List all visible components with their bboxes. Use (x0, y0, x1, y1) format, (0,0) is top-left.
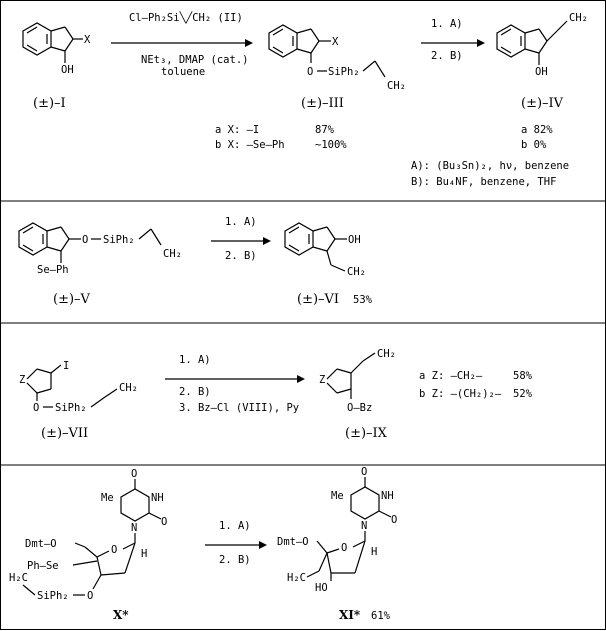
compound-VI-ch2: CH₂ (347, 266, 366, 278)
compound-III-o: O (307, 66, 313, 78)
scheme3-a-label: a Z: —CH₂— (419, 370, 483, 382)
compound-XI-ring-o: O (341, 542, 347, 554)
compound-V-seph: Se—Ph (37, 264, 69, 276)
compound-X-siph2: SiPh₂ (37, 590, 69, 602)
compound-V-ch2: CH₂ (163, 248, 182, 260)
compound-III-x: X (332, 36, 339, 48)
compound-XI-me: Me (331, 490, 344, 502)
iv-yield-a: a 82% (521, 124, 553, 136)
compound-VI-label: (±)–VI (297, 292, 339, 307)
yield-b-label: b X: —Se—Ph (215, 139, 285, 151)
compound-X-dmt: Dmt—O (25, 538, 57, 550)
compound-IV-oh: OH (535, 66, 548, 78)
compound-IX-ch2: CH₂ (377, 348, 396, 360)
compound-VII-siph2: SiPh₂ (55, 402, 87, 414)
compound-III-structure: X O SiPh₂ CH₂ (268, 24, 406, 92)
compound-X-h: H (141, 548, 147, 560)
compound-VII-label: (±)–VII (41, 426, 88, 441)
scheme2-step-2: 2. B) (225, 250, 257, 262)
compound-X-label: X* (113, 608, 129, 622)
compound-VII-z: Z (19, 374, 25, 386)
scheme3-step-3: 3. Bz—Cl (VIII), Py (179, 402, 299, 414)
compound-X-n: N (131, 522, 137, 534)
compound-XI-h: H (371, 546, 377, 558)
compound-III-label: (±)–III (301, 96, 344, 111)
compound-X-me: Me (101, 492, 114, 504)
compound-IX-structure: Z CH₂ O—Bz (319, 348, 396, 414)
scheme4-step-1: 1. A) (219, 520, 251, 532)
reagent-solvent-1: toluene (161, 66, 205, 78)
scheme3-step-2: 2. B) (179, 386, 211, 398)
compound-XI-label: XI* (339, 608, 361, 622)
scheme3-b-label: b Z: —(CH₂)₂— (419, 388, 502, 400)
compound-III-siph2: SiPh₂ (328, 66, 360, 78)
scheme2-step-1: 1. A) (225, 216, 257, 228)
compound-IV-label: (±)–IV (521, 96, 564, 111)
compound-IX-label: (±)–IX (345, 426, 388, 441)
compound-X-nh: NH (151, 492, 164, 504)
reagent-conditions-1: NEt₃, DMAP (cat.) (141, 54, 248, 66)
scheme3-step-1: 1. A) (179, 354, 211, 366)
compound-XI-o-top: O (361, 466, 367, 478)
compound-III-ch2: CH₂ (387, 80, 406, 92)
compound-XI-nh: NH (381, 490, 394, 502)
compound-V-label: (±)–V (53, 292, 91, 307)
compound-X-o-top: O (131, 468, 137, 480)
scheme3-b-value: 52% (513, 388, 533, 400)
compound-X-phse: Ph—Se (27, 560, 59, 572)
compound-IX-obz: O—Bz (347, 402, 372, 414)
compound-XI-dmt: Dmt—O (277, 536, 309, 548)
compound-I-oh: OH (61, 64, 74, 76)
compound-XI-h2c: H₂C (287, 572, 306, 584)
compound-XI-n: N (361, 520, 367, 532)
compound-VI-oh: OH (348, 234, 361, 246)
step-1-label: 1. A) (431, 18, 463, 30)
step-2-label: 2. B) (431, 50, 463, 62)
compound-IV-structure: CH₂ OH (496, 12, 588, 78)
yield-a-value: 87% (315, 124, 335, 136)
compound-V-structure: O SiPh₂ CH₂ Se—Ph (18, 222, 182, 276)
compound-X-structure: Me O NH O N O H Dmt—O Ph—Se O SiPh₂ H₂C (9, 468, 167, 602)
compound-X-h2c: H₂C (9, 572, 28, 584)
compound-I-label: (±)–I (33, 96, 66, 111)
compound-X-o-right: O (161, 516, 167, 528)
condition-B: B): Bu₄NF, benzene, THF (411, 176, 556, 188)
compound-V-siph2: SiPh₂ (103, 234, 135, 246)
compound-V-o: O (82, 234, 88, 246)
condition-A: A): (Bu₃Sn)₂, hν, benzene (411, 160, 569, 172)
compound-I-structure: X OH (22, 22, 91, 76)
scheme4-step-2: 2. B) (219, 554, 251, 566)
compound-VI-structure: OH CH₂ (284, 222, 366, 278)
compound-X-o-bottom: O (87, 590, 93, 602)
compound-IV-ch2: CH₂ (569, 12, 588, 24)
compound-VII-structure: Z I O SiPh₂ CH₂ (19, 360, 138, 414)
compound-IX-z: Z (319, 374, 325, 386)
yield-b-value: ~100% (315, 139, 347, 151)
compound-I-x: X (84, 34, 91, 46)
compound-XI-ho: HO (315, 582, 328, 594)
compound-X-ring-o: O (111, 544, 117, 556)
yield-a-label: a X: —I (215, 124, 259, 136)
iv-yield-b: b 0% (521, 139, 547, 151)
compound-XI-structure: Me O NH O N O H Dmt—O H₂C HO (277, 466, 397, 594)
compound-VII-o: O (33, 402, 39, 414)
scheme3-a-value: 58% (513, 370, 533, 382)
compound-XI-yield: 61% (371, 610, 391, 622)
compound-VII-ch2: CH₂ (119, 382, 138, 394)
reagent-II-text: Cl–Ph₂Si╲╱CH₂ (II) (129, 11, 243, 24)
compound-VI-yield: 53% (353, 294, 373, 306)
compound-XI-o-right: O (391, 514, 397, 526)
compound-VII-i: I (63, 360, 69, 372)
